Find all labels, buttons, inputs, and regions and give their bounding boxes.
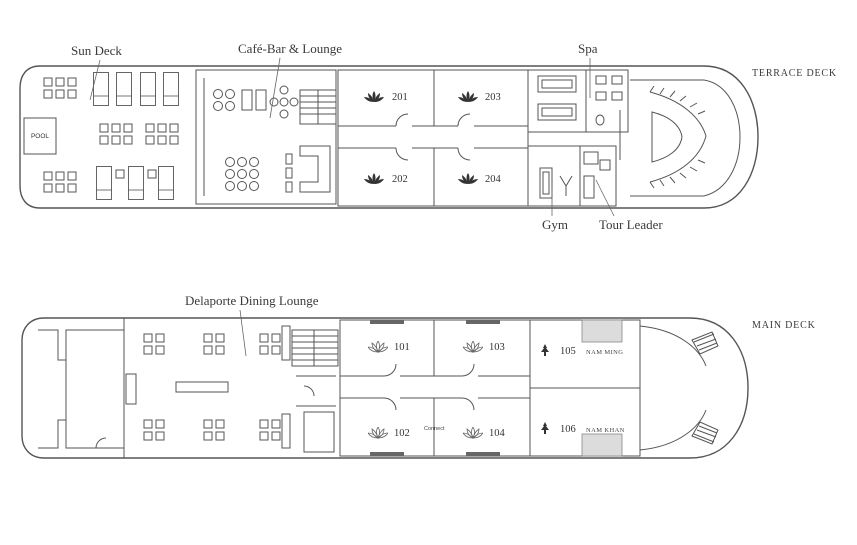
spa-block [527,69,629,133]
gym-block [527,145,581,207]
terrace-deck: POOL [19,41,837,232]
cabin-102-lotus-icon [368,427,388,439]
terrace-stairs [299,89,337,125]
cabin-202-label: 202 [392,174,408,185]
terrace-cabins: 201 203 202 204 [337,69,529,207]
cabin-102-label: 102 [394,428,410,439]
main-bow [639,325,719,451]
main-deck-title: MAIN DECK [752,320,816,331]
cafe-bar-label: Café-Bar & Lounge [238,41,342,56]
suite-105-tree-icon [541,344,549,356]
tour-leader-block [579,145,617,207]
cabin-101-lotus-icon [368,341,388,353]
cafe-bar-walls [195,69,337,205]
suites-block: 105 NAM MING 106 NAM KHAN [529,319,641,457]
cabin-106-label: 106 [560,424,576,435]
terrace-bow [619,79,741,197]
suite-106-tree-icon [541,422,549,434]
cabin-204-lotus-icon [458,173,478,184]
cabin-103-lotus-icon [463,341,483,353]
cabin-105-label: 105 [560,346,576,357]
cabin-203-lotus-icon [458,91,478,102]
cabin-104-lotus-icon [463,427,483,439]
cabin-203-label: 203 [485,92,501,103]
cabin-204-label: 204 [485,174,502,185]
bar-counter [299,145,331,193]
main-hull [21,317,749,459]
cabin-201-label: 201 [392,92,408,103]
tour-leader-label: Tour Leader [599,217,663,232]
cabin-103-label: 103 [489,342,505,353]
cabin-104-label: 104 [489,428,506,439]
pool-label: POOL [31,133,49,140]
dining-lounge-label: Delaporte Dining Lounge [185,293,319,308]
cabin-202-lotus-icon [364,173,384,184]
terrace-deck-title: TERRACE DECK [752,68,837,79]
cabin-101-label: 101 [394,342,410,353]
main-cabins: 101 103 102 104 Connect [339,319,531,457]
main-deck: 101 103 102 104 Connect 105 NAM MING 106… [21,293,816,459]
terrace-hull [19,65,759,209]
pool [23,117,57,155]
main-stairs [291,329,339,453]
gym-label: Gym [542,217,568,232]
connect-label: Connect [424,426,445,432]
suite-nam-khan-label: NAM KHAN [586,427,625,434]
dining-lounge [123,318,291,458]
spa-label: Spa [578,41,598,56]
lounge-seating [213,85,299,193]
cabin-201-lotus-icon [364,91,384,102]
suite-nam-ming-label: NAM MING [586,349,623,356]
sun-deck-furniture [43,72,179,200]
stern-rooms [38,329,137,449]
sun-deck-label: Sun Deck [71,43,122,58]
